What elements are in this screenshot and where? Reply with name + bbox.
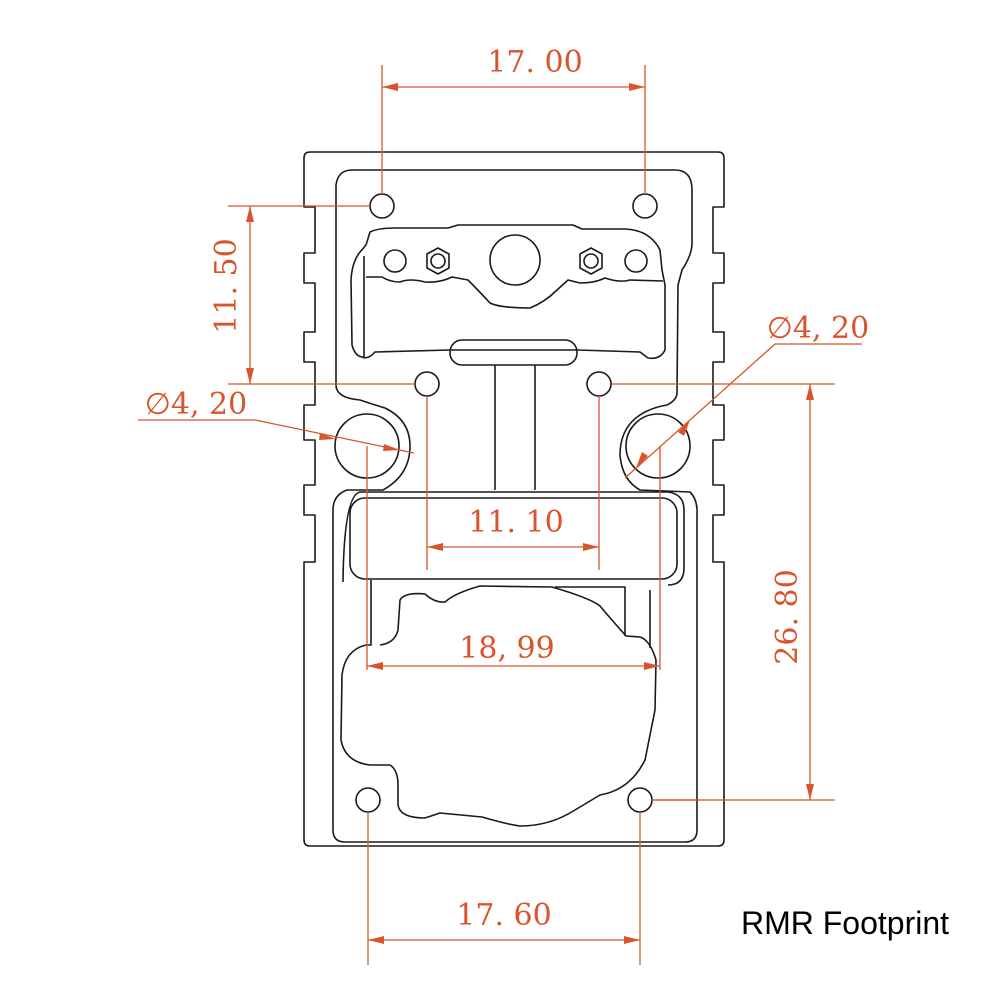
dim-label-hole-diameter-left: ∅4, 20 (145, 387, 247, 422)
lower-recess (340, 580, 657, 827)
top-cutout-inner-ridge (366, 276, 664, 309)
mount-hole-bottom-right (627, 787, 653, 813)
inner-plate-outline (332, 169, 698, 843)
window-slot (349, 497, 678, 580)
mount-hole-top-left (369, 193, 395, 219)
hex-nut-left (426, 247, 450, 275)
drawing-title: RMR Footprint (741, 905, 949, 941)
top-cutout (350, 224, 666, 360)
dim-label-hole-diameter-right: ∅4, 20 (767, 311, 869, 346)
dim-label-boss-spacing: 18, 99 (459, 631, 554, 666)
dim-label-inner-hole-spacing: 11. 10 (468, 505, 563, 540)
dim-18-99: 18, 99 (366, 446, 661, 670)
hex-nut-left-bore (430, 253, 446, 269)
dim-diameter-right: ∅4, 20 (624, 311, 869, 479)
mount-hole-mid-right (586, 371, 612, 397)
mount-hole-top-right (632, 193, 658, 219)
crossbar-slot (449, 339, 578, 366)
dim-diameter-left: ∅4, 20 (138, 387, 415, 454)
small-hole-left (383, 249, 407, 273)
mounting-holes (355, 193, 658, 813)
dim-11-50: 11. 50 (209, 205, 415, 385)
dim-11-10: 11. 10 (426, 396, 600, 570)
mount-hole-bottom-left (355, 787, 381, 813)
mount-hole-mid-left (414, 371, 440, 397)
hex-nut-right (579, 247, 603, 275)
dim-label-vertical-hole-spacing: 11. 50 (209, 238, 244, 333)
dim-label-vertical-overall: 26. 80 (770, 569, 805, 664)
small-hole-right (624, 249, 648, 273)
outer-body-outline (303, 151, 725, 847)
dim-17-60: 17. 60 (367, 799, 700, 965)
lower-recess-side-right (555, 586, 651, 648)
window-frame (342, 491, 685, 586)
hex-nut-right-bore (583, 253, 599, 269)
dim-label-bottom-hole-spacing: 17. 60 (456, 898, 551, 933)
dim-label-top-hole-spacing: 17. 00 (487, 45, 582, 80)
center-screw-hole (489, 234, 541, 286)
dim-17-00: 17. 00 (381, 45, 646, 194)
stem (494, 365, 536, 490)
boss-right (625, 413, 691, 479)
